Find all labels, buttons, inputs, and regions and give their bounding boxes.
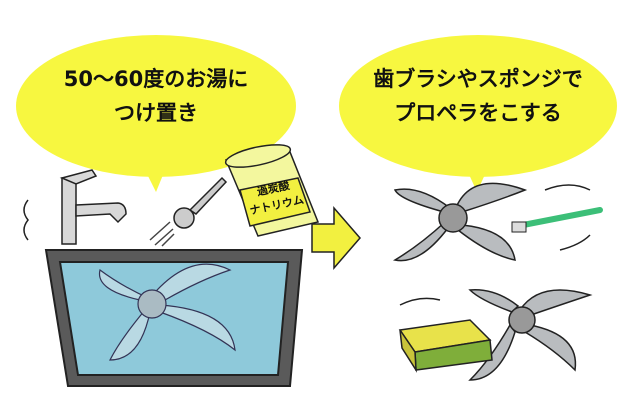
step1-caption: 50〜60度のお湯に つけ置き (20, 62, 292, 130)
step2-line2: プロペラをこする (394, 101, 562, 125)
arrow-right-icon (311, 205, 361, 271)
sponge-icon (398, 297, 493, 373)
speech-bubble-right (339, 35, 617, 192)
faucet-icon (23, 169, 127, 245)
toothbrush-icon (511, 184, 603, 251)
speech-bubble-left (16, 35, 296, 192)
step1-line1: 50〜60度のお湯に (63, 67, 249, 91)
fan-propeller-brushing (392, 182, 528, 262)
sink-basin (44, 249, 304, 387)
step2-line1: 歯ブラシやスポンジで (373, 67, 583, 91)
fan-propeller-sponging (468, 289, 593, 381)
step1-line2: つけ置き (114, 101, 198, 125)
sodium-percarbonate-package (224, 144, 320, 237)
fan-propeller-soaking (98, 263, 236, 361)
measuring-spoon-icon (149, 176, 228, 247)
step2-caption: 歯ブラシやスポンジで プロペラをこする (340, 62, 616, 130)
